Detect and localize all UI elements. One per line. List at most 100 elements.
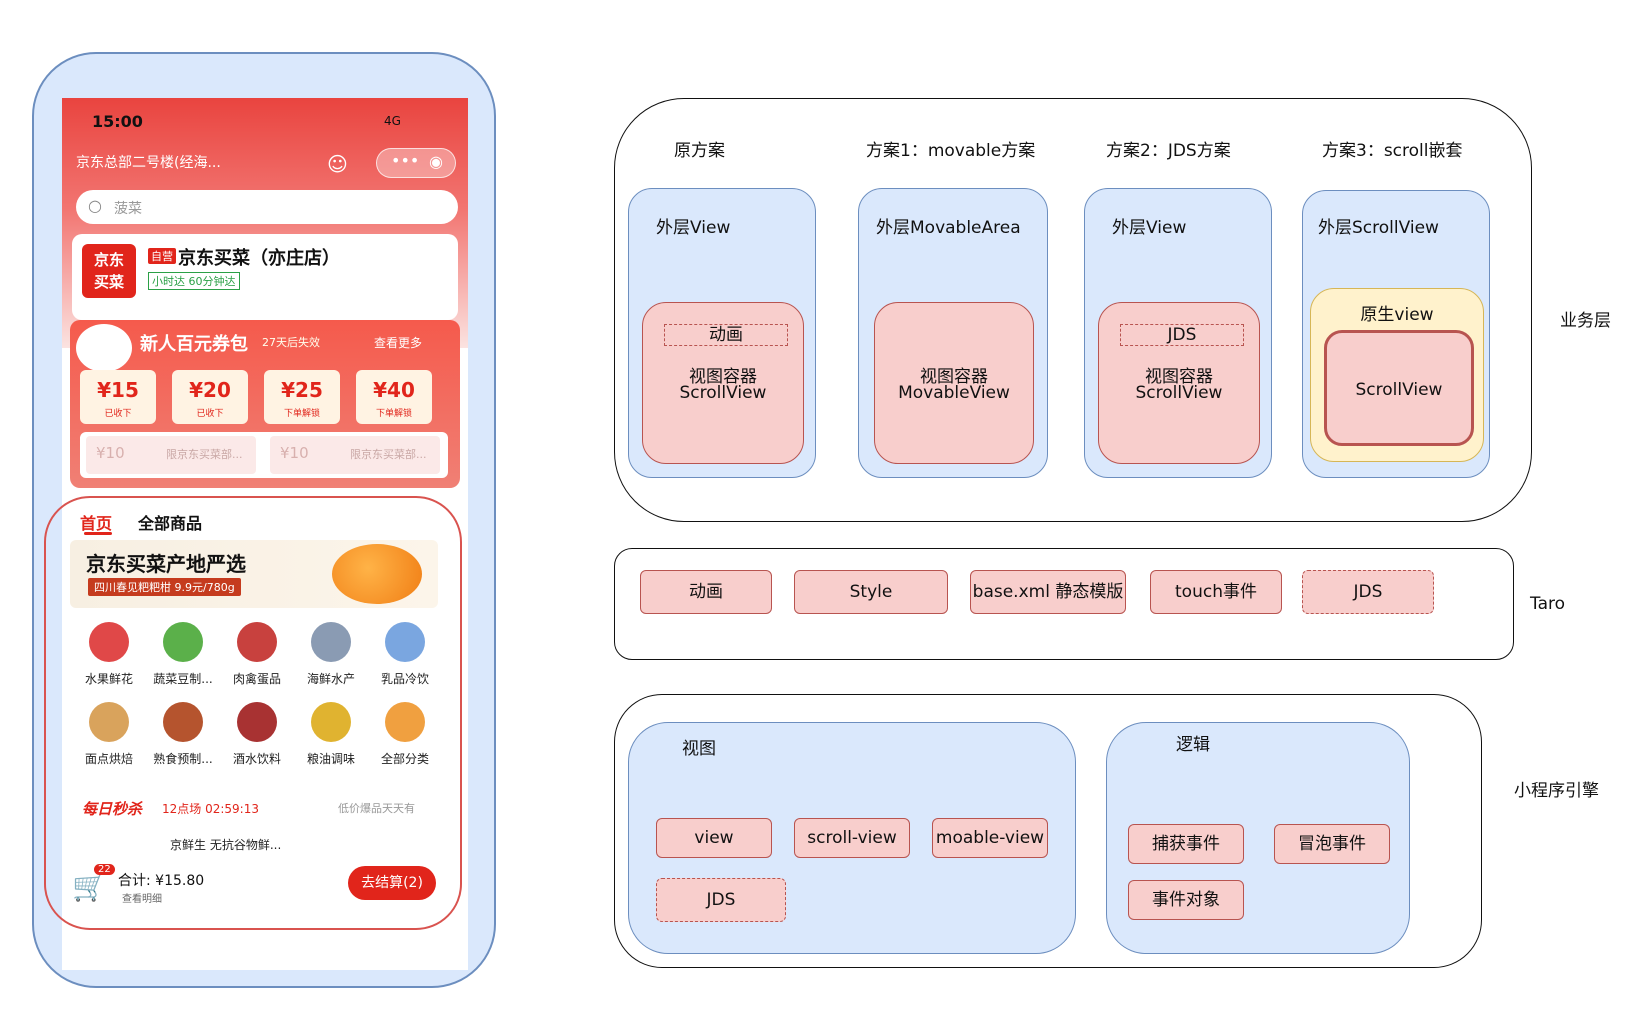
inner-container-box — [874, 302, 1034, 464]
coupon-amount: ¥20 — [189, 378, 231, 402]
checkout-button[interactable]: 去结算(2) — [348, 866, 436, 900]
engine-layer-label: 小程序引擎 — [1514, 781, 1599, 801]
logic-group-title: 逻辑 — [1176, 735, 1210, 755]
coupon-pack-title: 新人百元券包 — [140, 334, 248, 355]
category-label: 肉禽蛋品 — [232, 672, 281, 686]
mascot-icon — [76, 324, 132, 372]
cart-detail-link[interactable]: 查看明细 — [122, 894, 162, 905]
inner-line1: 视图容器 — [920, 367, 988, 387]
delivery-tag: 小时达 60分钟达 — [148, 272, 240, 290]
category-label: 乳品冷饮 — [380, 672, 429, 686]
meat-icon — [237, 622, 277, 662]
expired-text: 限京东买菜部... — [166, 448, 243, 461]
outer-label: 外层MovableArea — [876, 218, 1021, 238]
coupon-amount: ¥15 — [97, 378, 139, 402]
banner-title: 京东买菜产地严选 — [86, 552, 246, 576]
all-categories-icon — [385, 702, 425, 742]
flash-sale-more[interactable]: 低价爆品天天有 — [338, 802, 415, 815]
coupon-card[interactable]: ¥40 下单解锁 — [356, 370, 432, 424]
bakery-icon — [89, 702, 129, 742]
store-logo-line2: 买菜 — [93, 273, 124, 291]
service-icon[interactable]: ☺ — [327, 152, 348, 176]
taro-template-box: base.xml 静态模版 — [970, 570, 1126, 614]
coupon-more-link[interactable]: 查看更多 — [374, 336, 423, 350]
scheme-title: 方案1：movable方案 — [866, 141, 1036, 161]
cart-total: 合计: ¥15.80 — [118, 873, 205, 889]
capture-event-box: 捕获事件 — [1128, 824, 1244, 864]
engine-movable-view-box: moable-view — [932, 818, 1048, 858]
phone-screen: 15:00 4G 京东总部二号楼(经海... ☺ ••• ◉ ○ 菠菜 京东 买… — [62, 98, 468, 970]
category-label: 面点烘焙 — [84, 752, 133, 766]
outer-label: 外层View — [656, 218, 731, 238]
taro-layer-label: Taro — [1530, 594, 1566, 614]
search-placeholder: 菠菜 — [114, 201, 142, 217]
scheme-title: 原方案 — [674, 141, 725, 161]
store-card[interactable]: 京东 买菜 自营 京东买菜（亦庄店） 小时达 60分钟达 — [72, 234, 458, 320]
coupon-label: 下单解锁 — [375, 409, 412, 419]
inner-line1: 视图容器 — [1145, 367, 1213, 387]
store-name[interactable]: 京东买菜（亦庄店） — [178, 248, 340, 269]
search-input[interactable]: ○ 菠菜 — [76, 190, 458, 224]
drinks-icon — [237, 702, 277, 742]
expired-coupon: ¥10 限京东买菜部... — [270, 436, 440, 474]
engine-scroll-view-box: scroll-view — [794, 818, 910, 858]
native-view-label: 原生view — [1360, 305, 1434, 325]
oil-icon — [311, 702, 351, 742]
product-name[interactable]: 京鲜生 无抗谷物鲜... — [170, 838, 282, 852]
inner-line2: ScrollView — [679, 383, 767, 403]
scrollview-box — [1324, 330, 1474, 446]
more-icon[interactable]: ••• — [391, 151, 420, 170]
taro-jds-box: JDS — [1302, 570, 1434, 614]
coupon-label: 已收下 — [196, 409, 224, 419]
business-layer-label: 业务层 — [1560, 311, 1611, 331]
category-label: 酒水饮料 — [232, 752, 281, 766]
banner-subtitle: 四川春见粑粑柑 9.9元/780g — [88, 578, 241, 596]
scrollview-label: ScrollView — [1355, 380, 1443, 400]
cart-badge: 22 — [94, 864, 115, 875]
jds-tag: JDS — [1120, 324, 1244, 346]
flash-sale-title: 每日秒杀 — [82, 800, 143, 818]
taro-style-box: Style — [794, 570, 948, 614]
self-badge: 自营 — [148, 248, 176, 264]
flash-sale-time: 12点场 02:59:13 — [162, 802, 259, 816]
expired-coupon: ¥10 限京东买菜部... — [86, 436, 256, 474]
dairy-icon — [385, 622, 425, 662]
fruit-icon — [89, 622, 129, 662]
tab-indicator — [84, 532, 112, 535]
close-icon[interactable]: ◉ — [429, 152, 443, 171]
deli-icon — [163, 702, 203, 742]
animation-tag: 动画 — [664, 324, 788, 346]
search-icon: ○ — [88, 196, 102, 215]
bubble-event-box: 冒泡事件 — [1274, 824, 1390, 864]
taro-touch-event-box: touch事件 — [1150, 570, 1282, 614]
coupon-pack: 新人百元券包 27天后失效 查看更多 ¥15 已收下 ¥20 已收下 ¥25 下… — [70, 320, 460, 488]
event-object-box: 事件对象 — [1128, 880, 1244, 920]
store-logo: 京东 买菜 — [82, 244, 136, 298]
expired-text: 限京东买菜部... — [350, 448, 427, 461]
coupon-amount: ¥40 — [373, 378, 415, 402]
taro-animation-box: 动画 — [640, 570, 772, 614]
inner-line2: MovableView — [898, 383, 1010, 403]
coupon-label: 下单解锁 — [283, 409, 320, 419]
status-network: 4G — [384, 114, 401, 128]
location-label[interactable]: 京东总部二号楼(经海... — [76, 155, 221, 171]
coupon-card[interactable]: ¥25 下单解锁 — [264, 370, 340, 424]
scheme-title: 方案3：scroll嵌套 — [1322, 141, 1463, 161]
category-label: 水果鲜花 — [84, 672, 133, 686]
outer-label: 外层ScrollView — [1318, 218, 1439, 238]
orange-image — [332, 544, 422, 604]
miniapp-capsule[interactable]: ••• ◉ — [376, 148, 456, 178]
outer-label: 外层View — [1112, 218, 1187, 238]
engine-view-box: view — [656, 818, 772, 858]
category-label: 蔬菜豆制... — [153, 672, 213, 686]
promo-banner[interactable]: 京东买菜产地严选 四川春见粑粑柑 9.9元/780g — [70, 540, 438, 608]
status-time: 15:00 — [92, 112, 143, 131]
coupon-card[interactable]: ¥15 已收下 — [80, 370, 156, 424]
coupon-card[interactable]: ¥20 已收下 — [172, 370, 248, 424]
tab-all-products[interactable]: 全部商品 — [138, 514, 203, 533]
category-label: 全部分类 — [380, 752, 429, 766]
view-group-title: 视图 — [682, 739, 716, 759]
coupon-pack-subtitle: 27天后失效 — [262, 336, 320, 349]
inner-line2: ScrollView — [1135, 383, 1223, 403]
seafood-icon — [311, 622, 351, 662]
